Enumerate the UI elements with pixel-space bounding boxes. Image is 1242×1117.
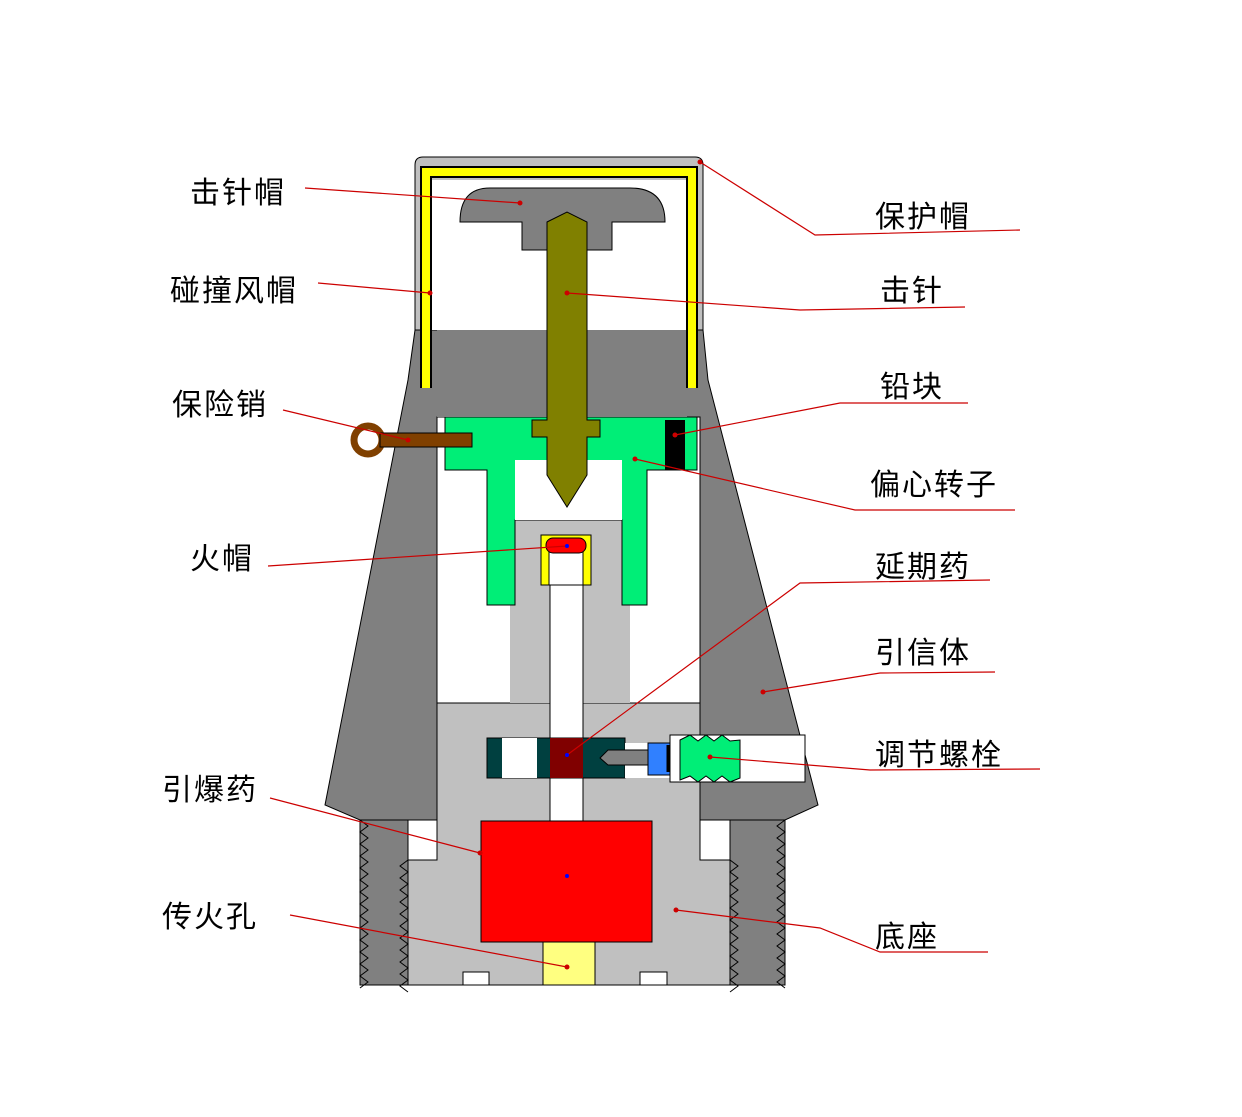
label-adjusting-bolt: 调节螺栓: [875, 738, 1003, 773]
label-base: 底座: [875, 920, 939, 955]
thread: [729, 859, 739, 993]
label-firing-pin: 击针: [880, 274, 944, 309]
delay-charge: [550, 738, 583, 778]
label-impact-windcap: 碰撞风帽: [170, 274, 298, 309]
lead-block: [665, 420, 685, 470]
label-flash-hole: 传火孔: [162, 900, 258, 935]
firing-pin: [531, 211, 601, 508]
thread: [776, 819, 786, 989]
label-safety-pin: 保险销: [172, 388, 268, 423]
detonating-charge: [480, 820, 653, 943]
safety-pin: [379, 432, 473, 448]
flash-channel: [549, 584, 584, 823]
thread: [399, 859, 409, 993]
label-eccentric-rotor: 偏心转子: [870, 468, 998, 503]
label-delay-charge: 延期药: [875, 550, 971, 585]
flash-hole: [542, 941, 596, 986]
label-lead-block: 铅块: [880, 370, 944, 405]
label-primer: 火帽: [190, 542, 254, 577]
label-fuze-body: 引信体: [875, 636, 971, 671]
label-protective-cap: 保护帽: [875, 200, 971, 235]
thread: [359, 819, 369, 989]
leader-lines: [267, 161, 1041, 968]
label-striker-cap: 击针帽: [190, 176, 286, 211]
label-detonating-charge: 引爆药: [162, 773, 258, 808]
